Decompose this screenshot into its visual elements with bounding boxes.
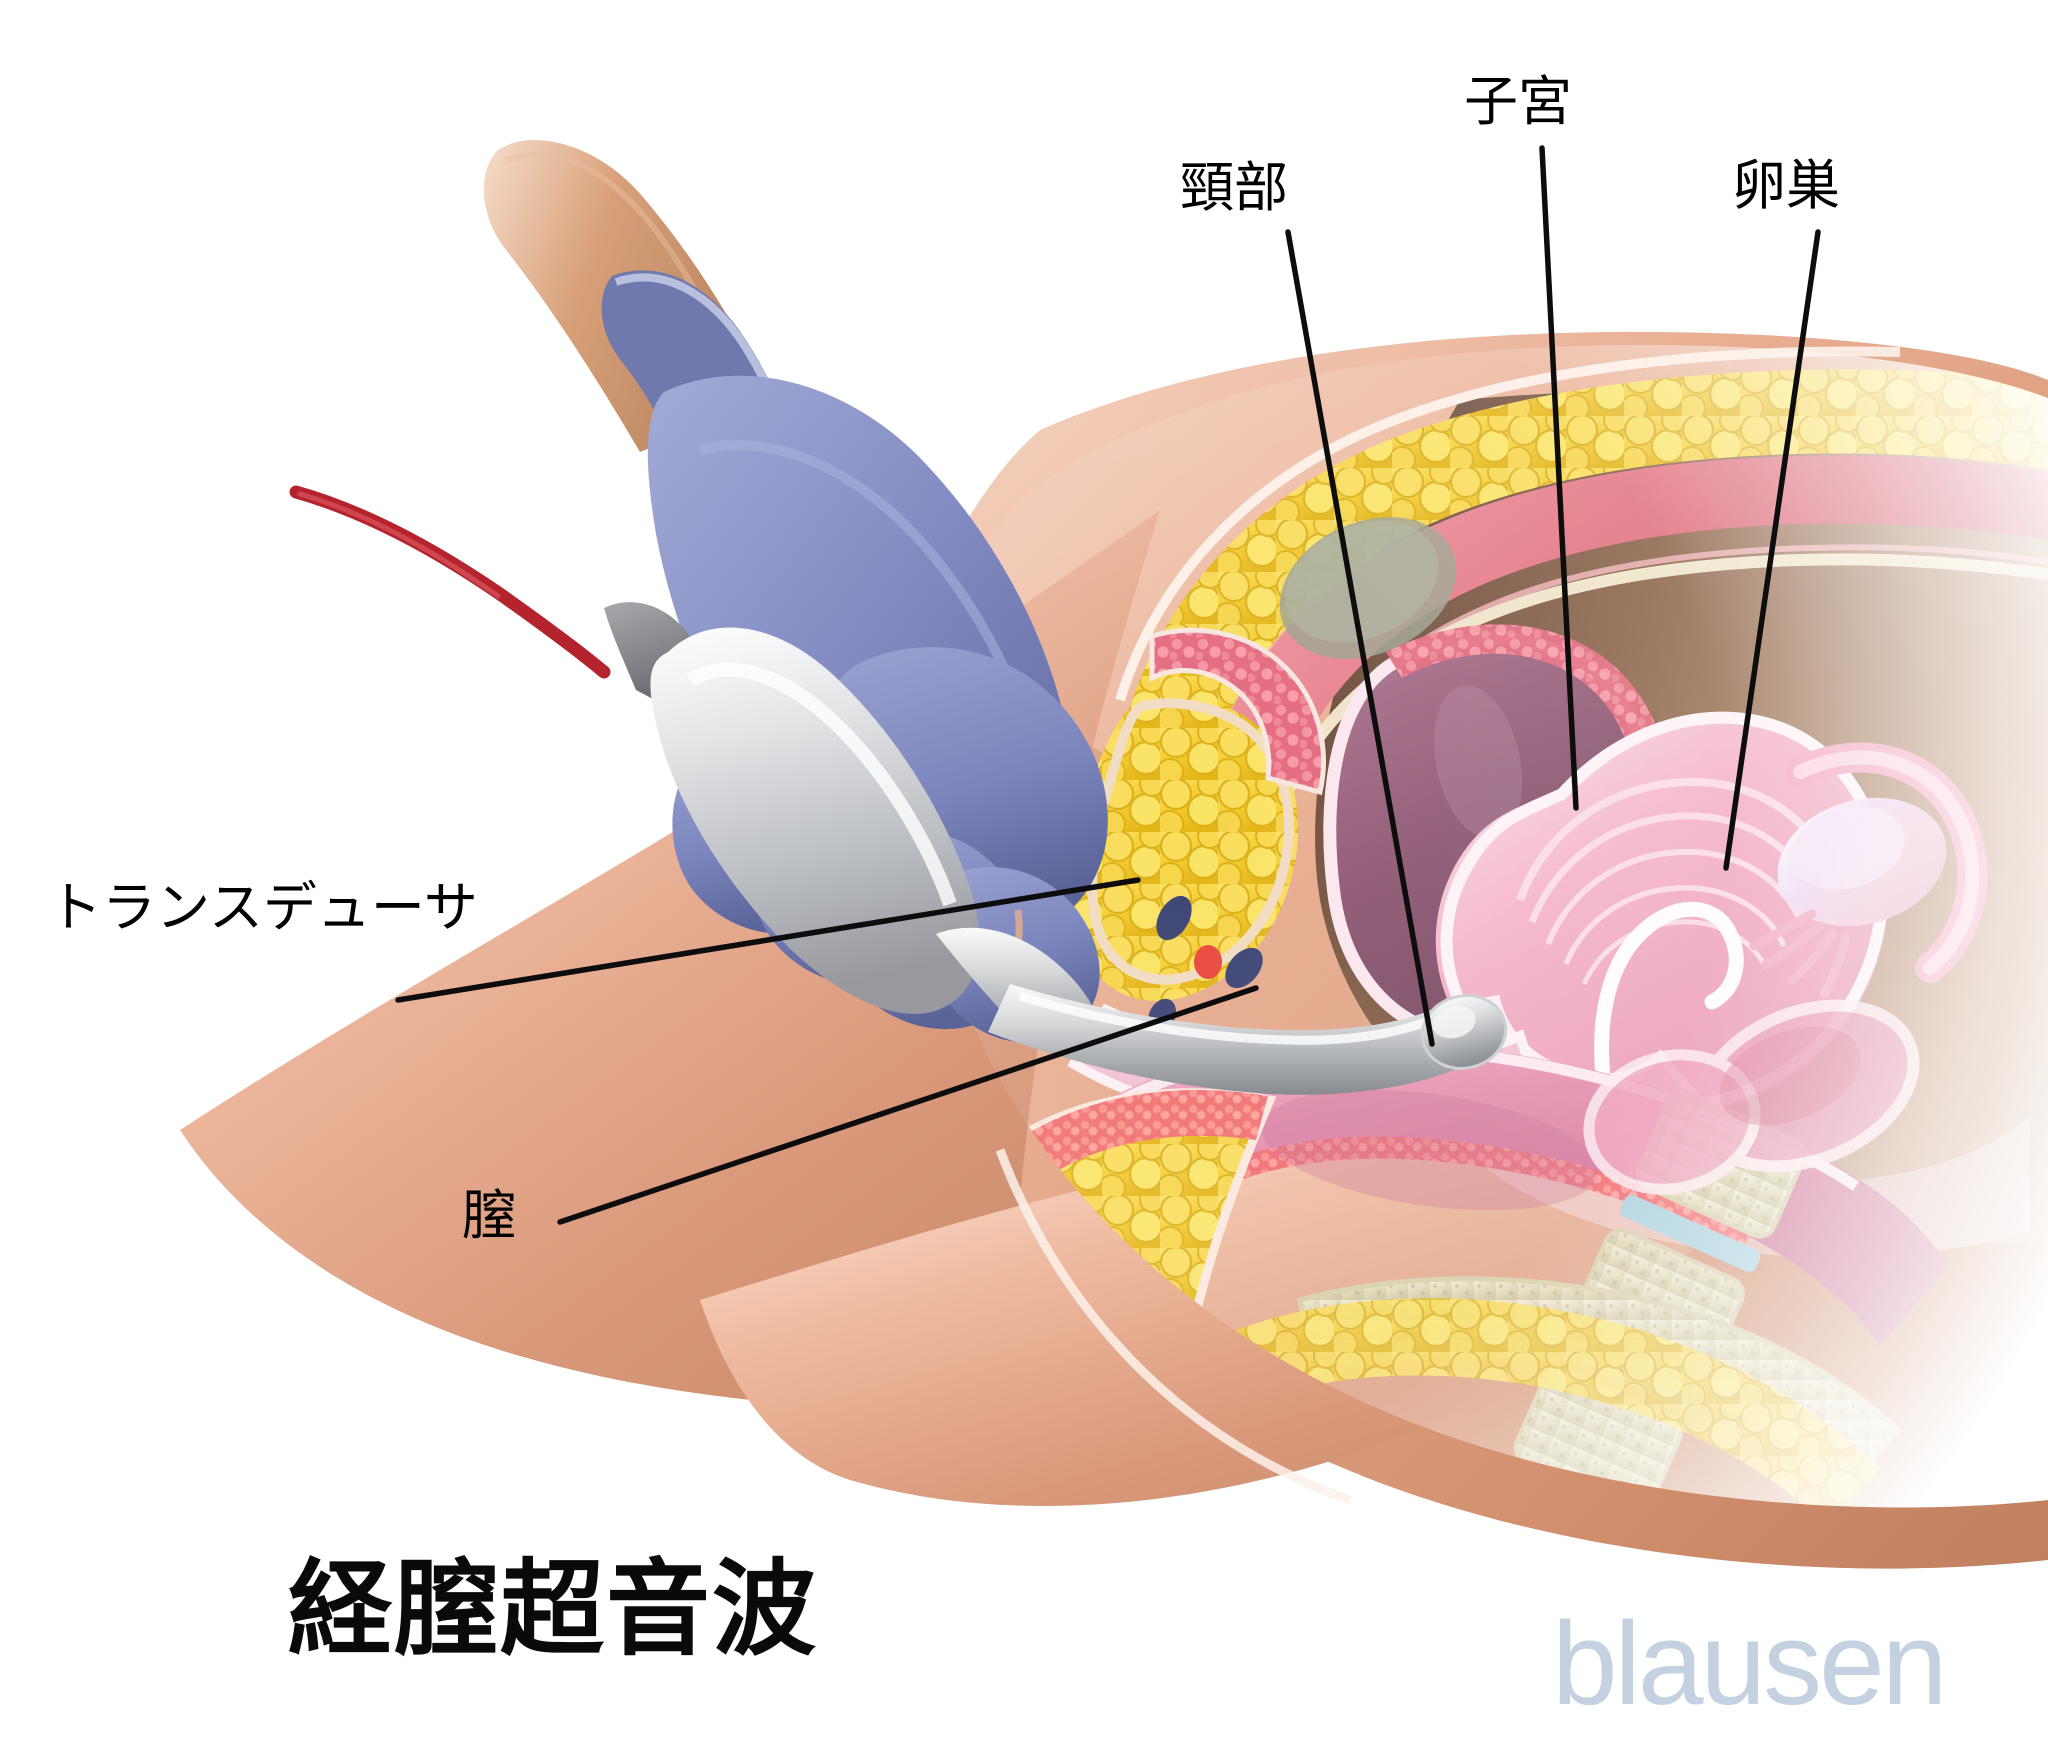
body-outline-top — [1115, 346, 1901, 702]
label-vagina: 膣 — [462, 1186, 516, 1246]
leader-lines — [395, 145, 1821, 1225]
body-outline-bottom — [995, 1148, 1352, 1505]
transducer-leader — [395, 877, 1141, 1003]
ovary-leader — [1723, 229, 1821, 871]
label-uterus: 子宮 — [1464, 72, 1572, 132]
transducer-handle-highlight — [686, 662, 957, 907]
uterus-leader — [1539, 145, 1579, 811]
transducer-shaft-highlight — [1018, 991, 1442, 1045]
page-title: 経膣超音波 — [288, 1552, 819, 1668]
label-cervix: 頸部 — [1180, 158, 1288, 218]
brand-logo: blausen — [1552, 1598, 1947, 1730]
cervix-leader — [1285, 229, 1435, 1047]
transducer-tip-highlight — [1432, 1005, 1476, 1039]
cable-highlight — [297, 491, 501, 599]
label-ovary: 卵巣 — [1732, 156, 1840, 216]
label-transducer: トランスデューサ — [48, 878, 478, 938]
vagina-leader — [557, 985, 1259, 1225]
